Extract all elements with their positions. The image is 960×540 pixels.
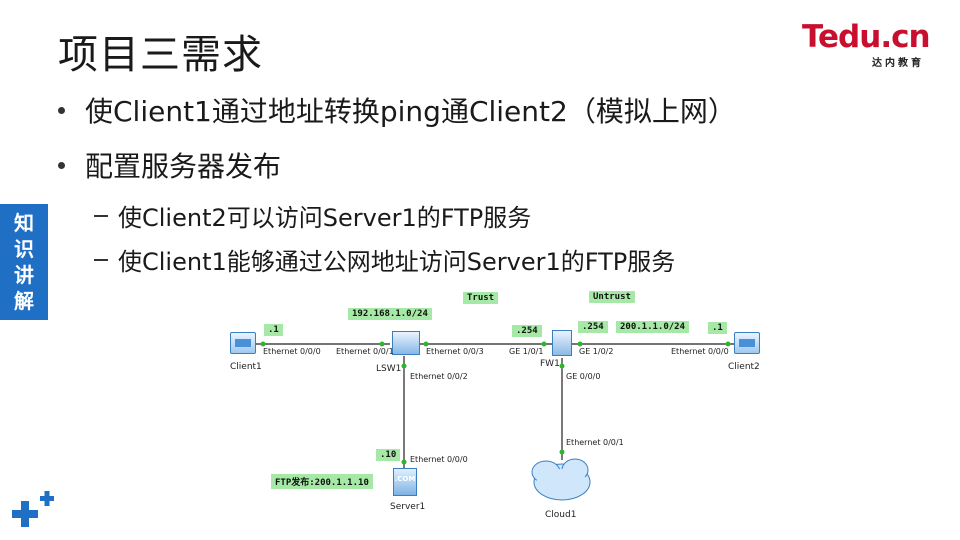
fw1-name: FW1	[540, 359, 560, 369]
port-label: Ethernet 0/0/0	[410, 455, 468, 464]
bullet-item: 使Client1通过地址转换ping通Client2（模拟上网）	[58, 90, 736, 130]
sub-bullet-text: 使Client2可以访问Server1的FTP服务	[118, 204, 532, 232]
sub-bullet-item: 使Client1能够通过公网地址访问Server1的FTP服务	[94, 242, 675, 277]
port-label: Ethernet 0/0/3	[426, 347, 484, 356]
port-label: Ethernet 0/0/2	[410, 372, 468, 381]
sub-bullet-dash	[94, 214, 108, 217]
port-label: Ethernet 0/0/1	[336, 347, 394, 356]
client2-pc-icon[interactable]	[734, 332, 760, 354]
client1-pc-icon[interactable]	[230, 332, 256, 354]
link-dot	[260, 341, 266, 347]
client1-name: Client1	[230, 362, 262, 372]
trust-zone-label: Trust	[463, 292, 499, 304]
cloud-icon	[531, 458, 591, 501]
tedu-logo: Tedu.cn 达内教育	[802, 18, 937, 69]
lsw1-switch-icon[interactable]	[392, 331, 420, 355]
server1-ip-label: .10	[376, 449, 401, 461]
sub-bullet-item: 使Client2可以访问Server1的FTP服务	[94, 198, 531, 233]
bullet-item: 配置服务器发布	[58, 145, 281, 185]
client1-ip-label: .1	[264, 324, 283, 336]
server1-server-icon[interactable]: .COM	[393, 468, 417, 496]
side-tab-char: 知	[14, 211, 34, 235]
side-tab-char: 解	[14, 289, 34, 313]
port-label: Ethernet 0/0/1	[566, 438, 624, 447]
ftp-publish-label: FTP发布:200.1.1.10	[271, 474, 373, 489]
logo-text: Tedu.cn	[802, 19, 931, 55]
sub-bullet-dash	[94, 258, 108, 261]
link-dot	[577, 341, 583, 347]
link-dot	[559, 449, 565, 455]
sub-bullet-text: 使Client1能够通过公网地址访问Server1的FTP服务	[118, 248, 676, 276]
fw-outside-ip-label: .254	[578, 321, 608, 333]
port-label: GE 1/0/2	[579, 347, 614, 356]
bullet-dot	[58, 161, 65, 169]
port-label: Ethernet 0/0/0	[671, 347, 729, 356]
link-dot	[379, 341, 385, 347]
link-dot	[541, 341, 547, 347]
logo-subtext: 达内教育	[872, 58, 924, 69]
bullet-text: 配置服务器发布	[85, 150, 282, 183]
link-dot	[559, 363, 565, 369]
client2-ip-label: .1	[708, 322, 727, 334]
fw-inside-ip-label: .254	[512, 325, 542, 337]
client2-name: Client2	[728, 362, 760, 372]
link-dot	[401, 363, 407, 369]
port-label: GE 0/0/0	[566, 372, 601, 381]
link-dot	[725, 341, 731, 347]
cloud1-device[interactable]	[535, 462, 589, 500]
knowledge-tab: 知 识 讲 解	[0, 204, 48, 320]
bullet-text: 使Client1通过地址转换ping通Client2（模拟上网）	[85, 95, 736, 128]
slide-title: 项目三需求	[58, 32, 263, 78]
port-label: Ethernet 0/0/0	[263, 347, 321, 356]
wan-network-label: 200.1.1.0/24	[616, 321, 690, 333]
plus-logo-icon	[12, 491, 54, 527]
side-tab-char: 识	[14, 237, 34, 261]
server1-name: Server1	[390, 502, 426, 512]
bullet-dot	[58, 106, 65, 114]
untrust-zone-label: Untrust	[589, 291, 635, 303]
lsw1-name: LSW1	[376, 364, 402, 374]
link-dot	[423, 341, 429, 347]
side-tab-char: 讲	[14, 263, 34, 287]
fw1-firewall-icon[interactable]	[552, 330, 572, 356]
cloud1-name: Cloud1	[545, 510, 577, 520]
lan-network-label: 192.168.1.0/24	[348, 308, 432, 320]
port-label: GE 1/0/1	[509, 347, 544, 356]
link-dot	[401, 459, 407, 465]
